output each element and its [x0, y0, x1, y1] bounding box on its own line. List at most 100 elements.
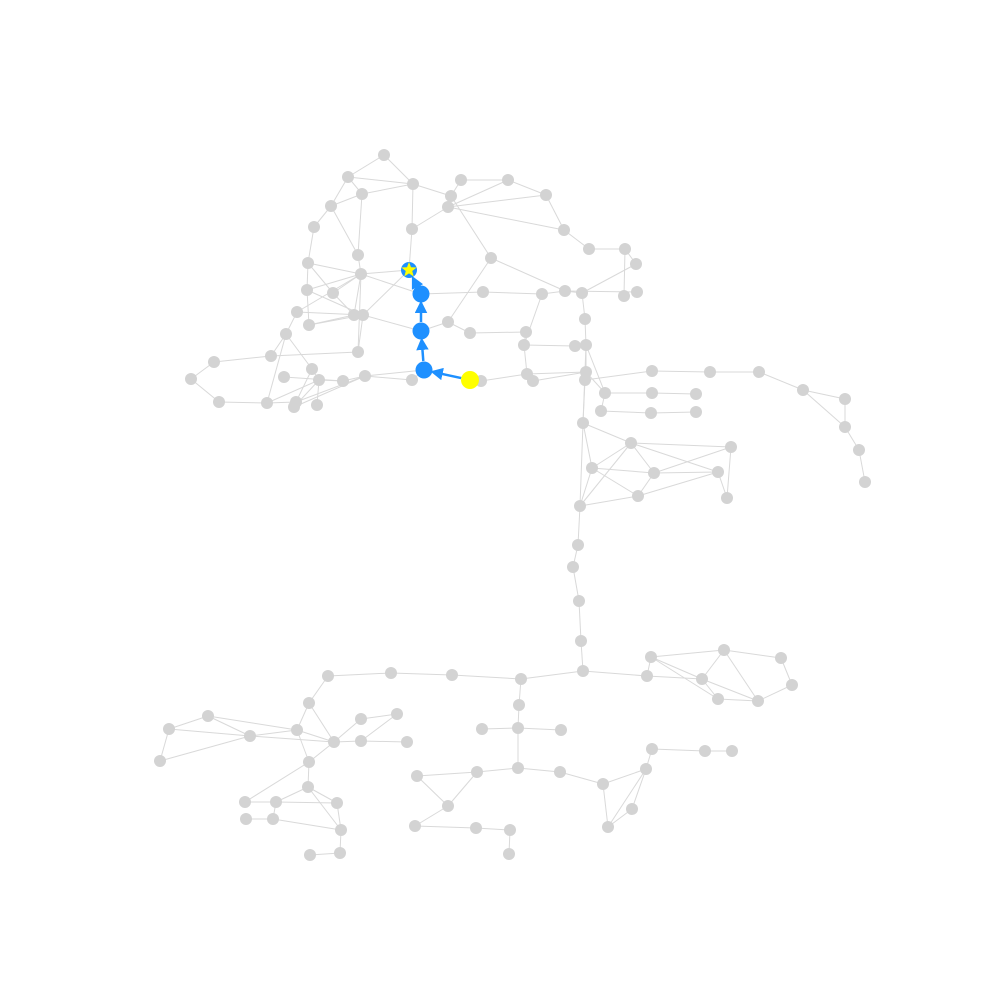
graph-node [357, 309, 369, 321]
graph-edge [168, 715, 209, 730]
graph-edge [330, 205, 359, 256]
graph-edge [650, 649, 725, 658]
graph-node [471, 766, 483, 778]
graph-node [270, 796, 282, 808]
graph-node [648, 467, 660, 479]
graph-node [331, 797, 343, 809]
graph-edge [602, 783, 609, 828]
graph-edge [412, 183, 452, 197]
graph-node [527, 375, 539, 387]
graph-edge [190, 378, 220, 403]
graph-node [455, 174, 467, 186]
graph-edge [607, 768, 647, 828]
graph-node [583, 243, 595, 255]
graph-edge [414, 825, 477, 829]
graph-edge [578, 600, 582, 642]
graph-edge [579, 442, 632, 507]
graph-node [520, 326, 532, 338]
graph-node [470, 822, 482, 834]
graph-node [558, 224, 570, 236]
graph-node [239, 796, 251, 808]
graph-node [602, 821, 614, 833]
graph-edge [585, 344, 606, 394]
graph-node [625, 437, 637, 449]
graph-node [632, 490, 644, 502]
graph-node [579, 374, 591, 386]
path-edge-arrow [411, 275, 424, 290]
graph-node [385, 667, 397, 679]
graph-node [291, 306, 303, 318]
graph-node [555, 724, 567, 736]
graph-node [391, 708, 403, 720]
graph-node [442, 800, 454, 812]
path-node [415, 361, 433, 379]
graph-edge [653, 446, 732, 474]
graph-edge [507, 179, 547, 196]
graph-node [409, 820, 421, 832]
graph-edge [651, 370, 711, 373]
highlighted-path [401, 262, 479, 389]
graph-edge [327, 672, 392, 677]
graph-node [359, 370, 371, 382]
graph-edge [630, 442, 655, 474]
graph-node [306, 363, 318, 375]
graph-edge [802, 389, 846, 428]
graph-edge [650, 411, 697, 414]
graph-node [786, 679, 798, 691]
graph-edge [306, 273, 362, 291]
graph-node [355, 268, 367, 280]
graph-edge [353, 273, 362, 316]
graph-edge [362, 269, 410, 316]
graph-node [503, 848, 515, 860]
graph-node [335, 824, 347, 836]
graph-edge [383, 154, 414, 185]
graph-node [485, 252, 497, 264]
graph-edge [249, 735, 335, 743]
path-node [412, 322, 430, 340]
graph-node [302, 781, 314, 793]
graph-node [348, 309, 360, 321]
graph-node [308, 221, 320, 233]
graph-node [328, 736, 340, 748]
graph-node [595, 405, 607, 417]
graph-node [631, 286, 643, 298]
graph-node [304, 849, 316, 861]
graph-edge [579, 422, 584, 507]
graph-node [355, 713, 367, 725]
graph-edge [532, 371, 587, 382]
graph-node [572, 539, 584, 551]
graph-edge [416, 775, 449, 807]
graph-node [303, 319, 315, 331]
graph-node [690, 388, 702, 400]
graph-edge [451, 674, 522, 680]
graph-edge [272, 818, 342, 831]
graph-edge [447, 194, 547, 208]
graph-edge [602, 768, 647, 785]
graph-node [641, 670, 653, 682]
graph-edge [207, 715, 251, 737]
graph-node [502, 174, 514, 186]
graph-node [599, 387, 611, 399]
graph-node [208, 356, 220, 368]
graph-edge [600, 410, 652, 414]
graph-node [477, 286, 489, 298]
graph-node [515, 673, 527, 685]
graph-edge [526, 371, 587, 375]
graph-edge [414, 805, 449, 827]
graph-node [577, 417, 589, 429]
graph-node [356, 188, 368, 200]
graph-edge [364, 375, 413, 381]
graph-edge [275, 801, 338, 804]
graph-node [291, 724, 303, 736]
graph-node [327, 287, 339, 299]
graph-edge [650, 656, 719, 700]
graph-node [645, 407, 657, 419]
graph-node [646, 743, 658, 755]
graph-edge [523, 344, 576, 347]
graph-node [185, 373, 197, 385]
graph-node [690, 406, 702, 418]
graph-edge [244, 761, 310, 803]
graph-node [567, 561, 579, 573]
graph-edge [411, 183, 414, 230]
graph-edge [308, 702, 335, 743]
